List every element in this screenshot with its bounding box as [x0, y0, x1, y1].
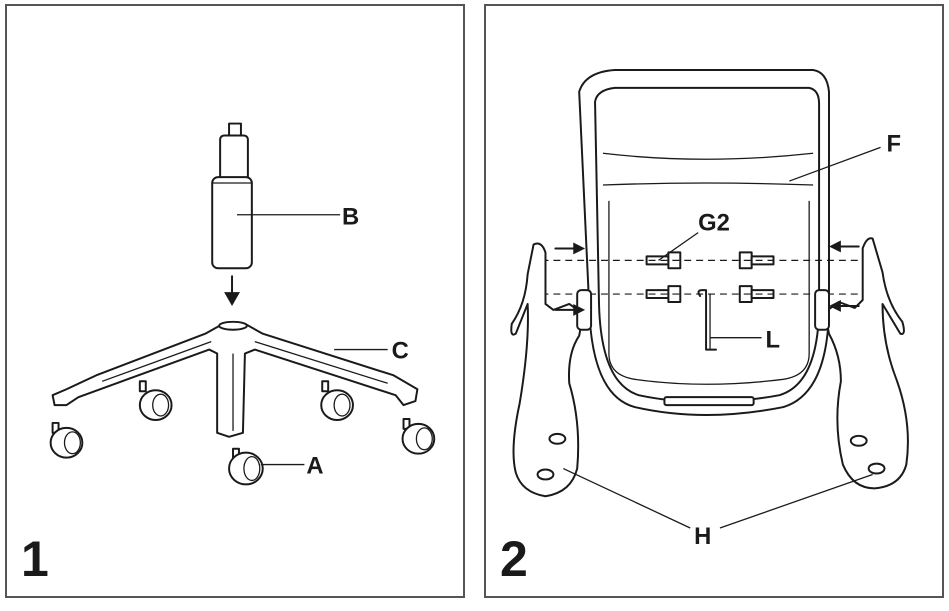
step-1-panel: B C A 1 [5, 4, 465, 598]
right-armrest [814, 237, 909, 490]
insert-arrow [224, 275, 240, 306]
leader-line-h-right [719, 473, 873, 529]
label-a: A [306, 452, 323, 479]
label-f: F [886, 130, 901, 157]
caster-wheel [49, 421, 84, 459]
leader-line-h-left [563, 467, 691, 529]
push-arrow-right-bottom [828, 300, 860, 312]
label-g2: G2 [698, 210, 730, 237]
step-number: 1 [21, 531, 49, 587]
label-h: H [694, 523, 711, 550]
label-c: C [392, 337, 409, 364]
step-number: 2 [500, 531, 528, 587]
step-2-panel: F G2 L H 2 [484, 4, 944, 598]
caster-wheel-a [228, 447, 264, 486]
push-arrow-left-top [554, 242, 586, 255]
leader-line-f [789, 146, 881, 182]
label-b: B [342, 204, 359, 231]
left-armrest [510, 242, 593, 498]
label-l: L [766, 327, 781, 354]
leader-line-g2 [658, 232, 699, 261]
push-arrow-left-bottom [554, 303, 586, 316]
caster-wheel [320, 380, 354, 421]
seat-frame [578, 69, 830, 416]
caster-wheel [138, 380, 173, 421]
caster-wheel [401, 417, 436, 455]
push-arrow-right-top [828, 240, 860, 253]
five-star-base [51, 320, 419, 438]
base-assembly-illustration: B C A [49, 122, 436, 486]
gas-lift-cylinder [211, 122, 253, 270]
armrest-assembly-illustration: F G2 L H [510, 69, 909, 550]
hex-key [697, 289, 717, 351]
